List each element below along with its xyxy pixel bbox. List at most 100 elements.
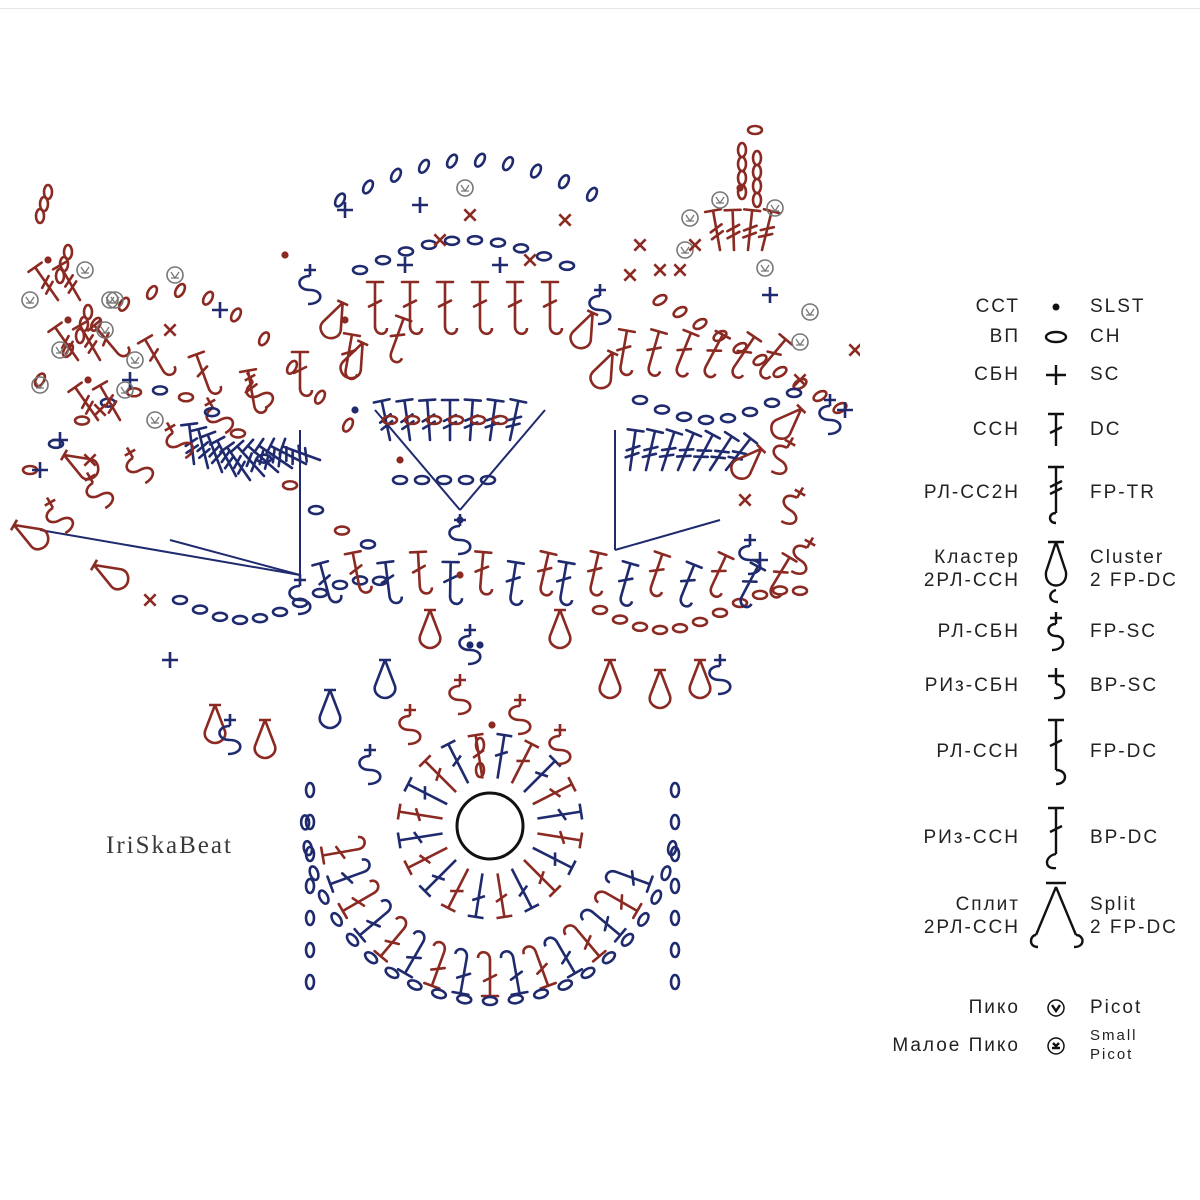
chain-oval	[507, 993, 525, 1005]
picot	[21, 291, 39, 309]
picot	[801, 303, 819, 321]
single-crochet-plus	[412, 197, 428, 213]
cluster	[589, 349, 619, 390]
cluster	[319, 299, 349, 340]
chain-oval	[374, 254, 392, 266]
chain-oval	[474, 761, 486, 779]
legend-label-ru: Кластер 2РЛ-ССН	[923, 547, 1020, 591]
chain-oval	[304, 877, 316, 895]
chain-oval	[669, 941, 681, 959]
double-crochet	[474, 550, 494, 596]
cluster	[318, 688, 342, 730]
chain-oval	[712, 329, 728, 343]
chain-oval	[317, 889, 330, 905]
slip-stitch-dot	[84, 376, 92, 384]
double-crochet	[692, 429, 722, 472]
double-crochet	[476, 950, 500, 998]
double-crochet	[241, 438, 280, 474]
legend-label-ru: Пико	[968, 997, 1020, 1018]
chain-oval	[585, 186, 599, 203]
double-crochet	[389, 314, 413, 364]
chain-oval	[631, 394, 649, 406]
cluster	[9, 519, 50, 551]
chart-guide-lines	[39, 409, 721, 576]
chain-oval	[351, 264, 369, 276]
picot	[681, 209, 699, 227]
chain-oval	[406, 979, 423, 991]
chain-oval	[425, 414, 443, 426]
double-crochet	[646, 328, 669, 377]
picot-icon	[1047, 999, 1065, 1017]
chain-oval	[457, 474, 475, 486]
chain-oval	[384, 966, 400, 980]
chain-oval	[512, 243, 530, 254]
chain-oval	[691, 616, 709, 628]
single-crochet-plus	[492, 257, 508, 273]
front-post-sc	[288, 574, 312, 616]
double-crochet	[423, 940, 447, 990]
legend-label-en: Cluster 2 FP-DC	[1090, 547, 1178, 591]
front-post-sc	[818, 394, 842, 436]
chain-oval	[732, 341, 748, 355]
chain-oval	[697, 414, 715, 426]
chain-oval	[299, 814, 311, 831]
chain-oval	[651, 624, 669, 636]
legend-label-en: DC	[1090, 419, 1122, 440]
double-crochet	[586, 549, 608, 597]
single-crochet-plus	[212, 302, 228, 318]
chain-oval	[361, 179, 375, 195]
double-crochet	[739, 561, 767, 609]
slip-stitch-dot	[281, 251, 289, 259]
double-crochet	[395, 397, 415, 442]
double-crochet	[536, 549, 558, 597]
legend-label-ru: РИз-СБН	[924, 675, 1020, 696]
single-crochet-plus	[558, 213, 572, 227]
single-crochet-plus	[653, 263, 667, 277]
ring-double-crochet	[403, 846, 448, 876]
cluster-icon	[1044, 540, 1068, 604]
chain-oval	[736, 141, 748, 159]
chain-oval	[636, 911, 650, 927]
chain-oval	[89, 316, 103, 333]
front-post-sc	[124, 446, 155, 485]
double-crochet	[594, 890, 643, 920]
slip-stitch-dot	[341, 316, 349, 324]
legend-label-en: SC	[1090, 364, 1121, 385]
chain-oval	[191, 604, 209, 615]
slip-stitch-dot-icon	[1052, 303, 1060, 311]
double-crochet	[187, 350, 223, 395]
ring-double-crochet	[403, 776, 448, 806]
legend-label-en: BP-DC	[1090, 827, 1160, 848]
double-crochet	[136, 334, 177, 377]
single-crochet-plus	[762, 287, 778, 303]
chain-oval	[307, 504, 325, 516]
chain-oval	[311, 587, 329, 599]
back-post-dc-icon	[1045, 806, 1064, 870]
cluster	[730, 443, 767, 480]
cluster	[648, 668, 672, 710]
chain-oval	[669, 909, 681, 927]
chain-oval	[772, 365, 788, 379]
chain-oval	[341, 417, 355, 433]
double-crochet	[641, 427, 665, 472]
single-crochet-plus	[623, 268, 637, 282]
chain-oval	[231, 614, 249, 626]
chain-oval	[304, 813, 316, 831]
chain-oval	[229, 307, 243, 323]
double-crochet	[709, 550, 735, 598]
double-crochet	[408, 550, 434, 595]
legend-label-ru: РИз-ССН	[923, 827, 1020, 848]
front-post-sc	[708, 654, 732, 696]
double-crochet	[505, 280, 529, 336]
ring-double-crochet	[532, 846, 577, 876]
chain-oval	[711, 607, 729, 619]
chain-oval	[741, 406, 759, 418]
chain-oval	[173, 282, 187, 299]
chain-oval	[669, 781, 681, 799]
picot	[456, 179, 474, 197]
double-crochet	[311, 559, 343, 604]
double-crochet	[441, 560, 464, 606]
double-crochet	[769, 552, 798, 599]
double-crochet	[658, 428, 684, 472]
picot	[76, 261, 94, 279]
